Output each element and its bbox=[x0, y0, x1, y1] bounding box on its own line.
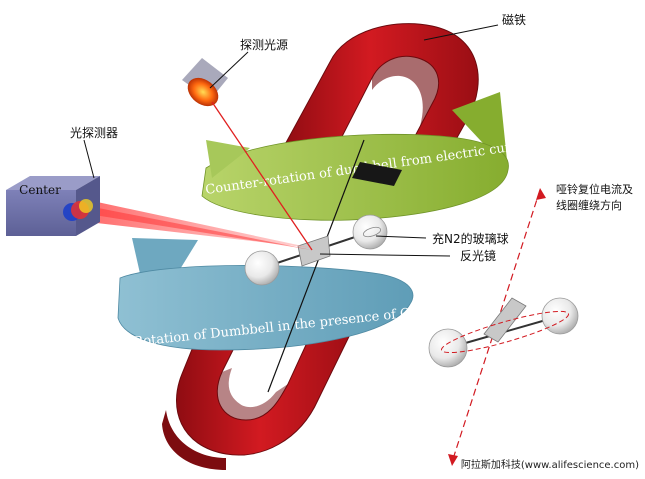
dumbbell-detail bbox=[428, 188, 579, 466]
reset-current-arrow-tip bbox=[448, 454, 458, 466]
glass-sphere-label: 充N2的玻璃球 bbox=[432, 231, 509, 246]
watermark: 阿拉斯加科技(www.alifescience.com) bbox=[461, 458, 639, 471]
suspension-axis bbox=[267, 139, 365, 393]
probe-beam bbox=[211, 101, 313, 251]
magnet-upper-inner-shade bbox=[372, 56, 439, 126]
glass-sphere-left bbox=[244, 250, 280, 286]
reflected-beam-fan bbox=[88, 200, 312, 248]
detail-sphere-right bbox=[541, 297, 579, 335]
reset-current-line bbox=[451, 189, 541, 463]
callouts bbox=[83, 24, 499, 257]
mirror-label: 反光镜 bbox=[460, 248, 496, 263]
green-band-tail bbox=[206, 140, 250, 178]
reset-current-label-line1: 哑铃复位电流及 bbox=[556, 182, 633, 196]
magnet-lower-side bbox=[162, 410, 226, 470]
photodetector-label: 光探测器 bbox=[70, 126, 118, 140]
lamp-body bbox=[182, 58, 228, 100]
detail-sphere-left bbox=[428, 328, 468, 368]
glass-sphere-right bbox=[352, 214, 388, 250]
probe-light-source bbox=[182, 58, 313, 251]
reset-current-arrow-top bbox=[536, 188, 546, 200]
lamp-lens bbox=[187, 77, 219, 107]
green-rotation-band: Counter-rotation of dumbbell from electr… bbox=[201, 92, 540, 221]
probe-light-label: 探测光源 bbox=[240, 38, 288, 52]
photodetector: Center bbox=[6, 176, 312, 250]
upper-pole-piece bbox=[352, 162, 402, 186]
detector-center-label: Center bbox=[19, 183, 61, 197]
dumbbell-assembly bbox=[244, 139, 388, 393]
magnet-label: 磁铁 bbox=[502, 12, 526, 27]
magnet-lower-inner-shade bbox=[217, 368, 288, 420]
blue-band bbox=[117, 265, 414, 351]
reset-current-label-line2: 线圈缠绕方向 bbox=[556, 198, 622, 212]
detector-box-top bbox=[6, 176, 100, 190]
mirror bbox=[297, 235, 331, 267]
